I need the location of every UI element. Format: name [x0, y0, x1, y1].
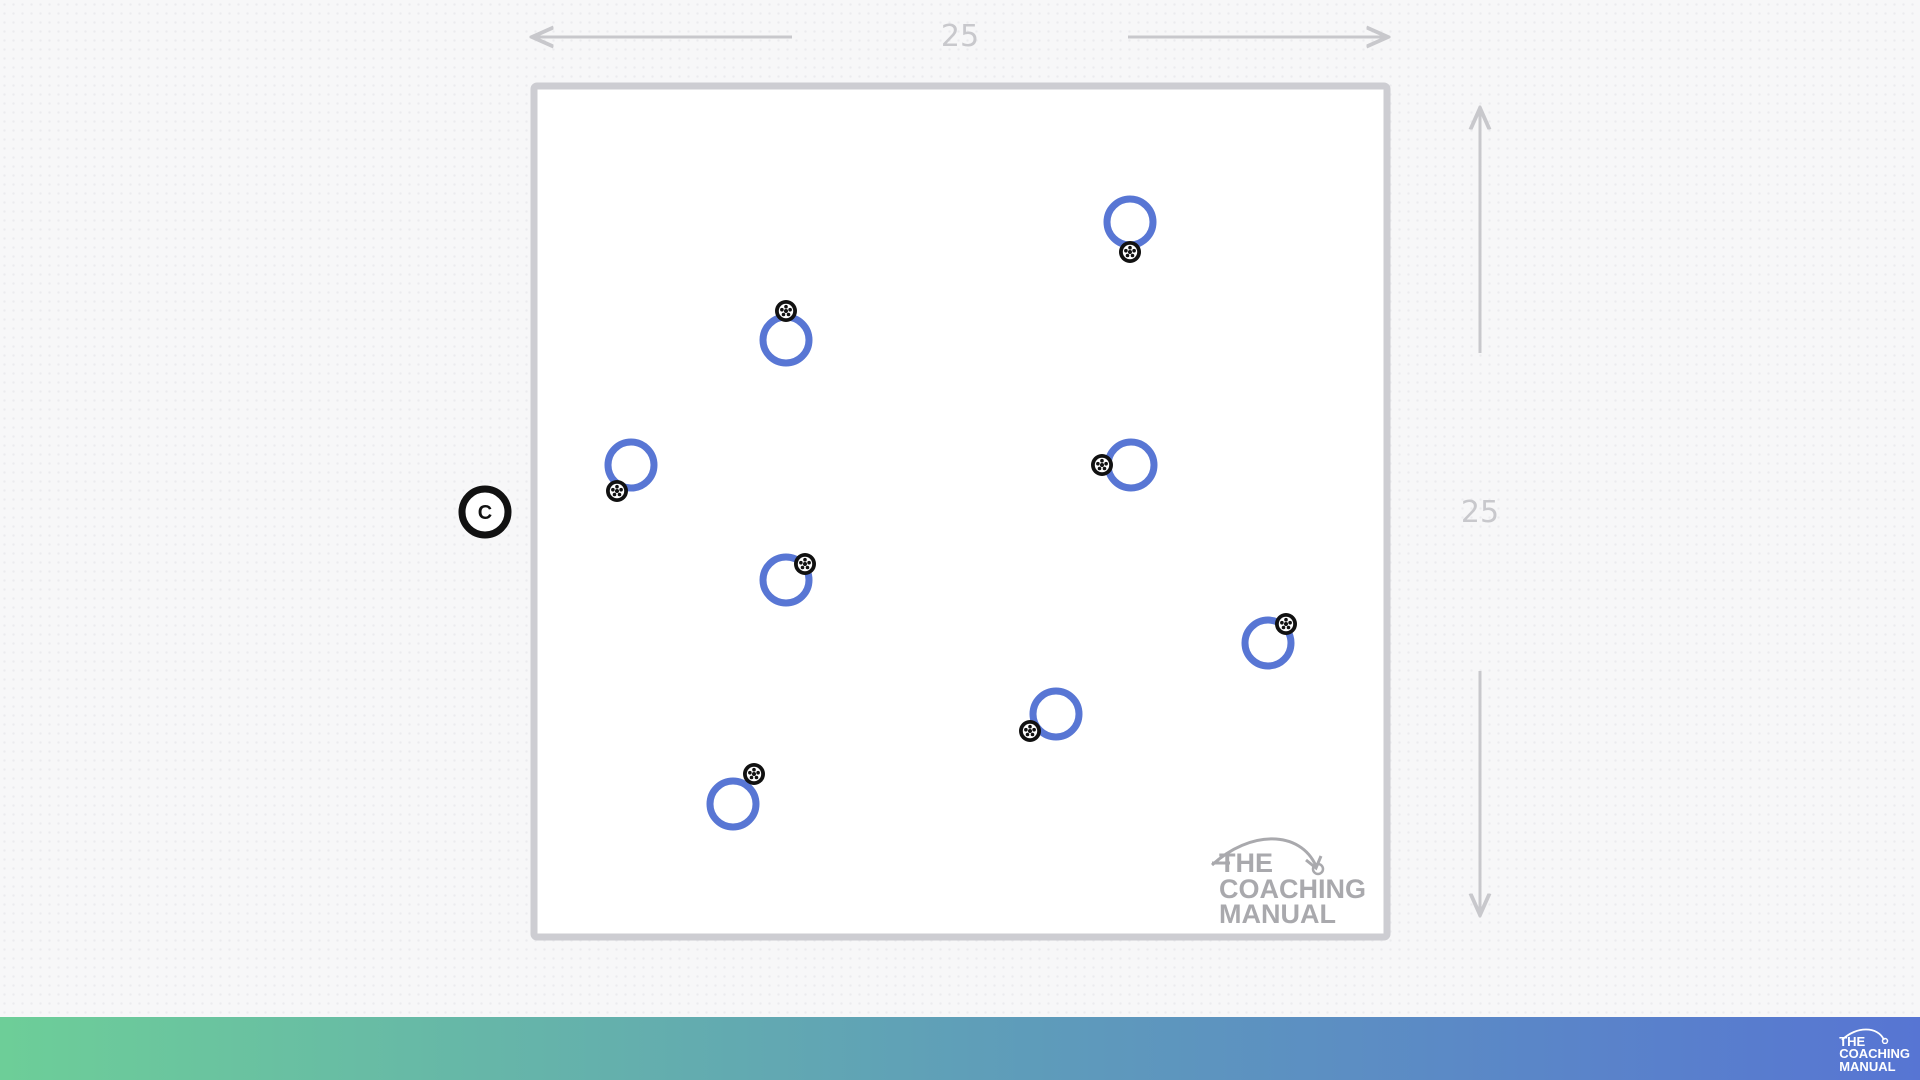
soccer-ball-icon — [775, 300, 797, 322]
coach-label: C — [478, 502, 492, 524]
footer-brand-logo: THE COACHING MANUAL — [1839, 1034, 1910, 1074]
player-ring — [1029, 687, 1083, 741]
footer-bar — [0, 1017, 1920, 1080]
brand-line-the: THE — [1839, 1034, 1866, 1049]
brand-line-manual: MANUAL — [1839, 1058, 1896, 1074]
height-dimension-label: 25 — [1460, 495, 1500, 530]
soccer-ball-icon — [1019, 720, 1041, 742]
brand-line-manual: MANUAL — [1219, 899, 1336, 930]
player-1 — [1103, 195, 1157, 263]
coach-marker: C — [458, 485, 512, 539]
soccer-ball-icon — [1275, 613, 1297, 635]
player-ring — [1241, 616, 1295, 670]
player-4 — [1091, 438, 1158, 492]
player-3 — [604, 438, 658, 502]
player-7 — [1019, 687, 1083, 742]
brand-line-the: THE — [1219, 848, 1273, 878]
field-brand-logo: THE COACHING MANUAL — [1219, 848, 1366, 930]
player-8 — [706, 763, 765, 831]
player-6 — [1241, 613, 1297, 670]
soccer-ball-icon — [1091, 454, 1113, 476]
player-ring — [759, 553, 813, 607]
brand-line-coaching: COACHING — [1219, 873, 1366, 904]
footer-logo-swoosh-icon — [1841, 1028, 1889, 1044]
player-5 — [759, 553, 816, 607]
soccer-ball-icon — [794, 553, 816, 575]
drill-diagram: C — [458, 0, 1920, 941]
field-logo-swoosh-icon — [1210, 837, 1325, 876]
field-area — [530, 82, 1391, 941]
soccer-ball-icon — [1119, 241, 1141, 263]
player-ring — [604, 438, 658, 492]
soccer-ball-icon — [606, 480, 628, 502]
player-2 — [759, 300, 813, 367]
player-ring — [706, 777, 760, 831]
soccer-ball-icon — [743, 763, 765, 785]
brand-line-coaching: COACHING — [1839, 1046, 1910, 1062]
width-dimension-label: 25 — [940, 19, 980, 54]
